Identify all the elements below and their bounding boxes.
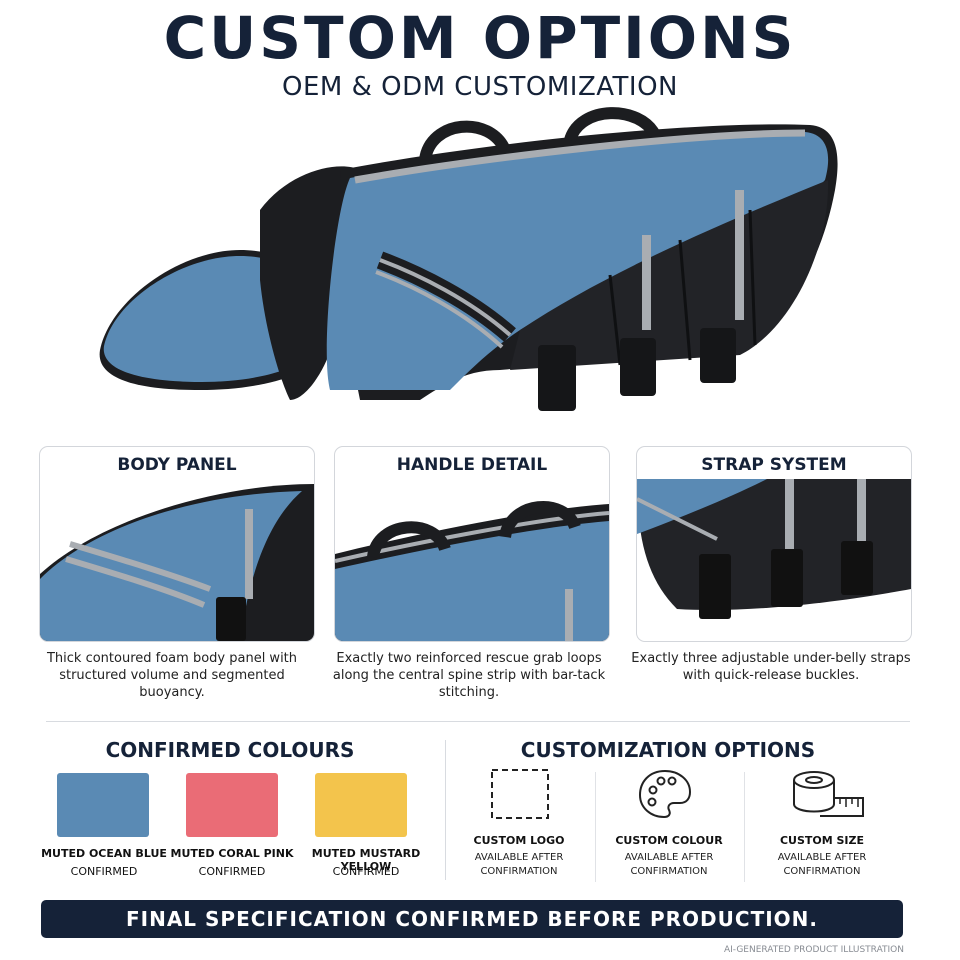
banner-text: FINAL SPECIFICATION CONFIRMED BEFORE PRO… [125, 907, 818, 931]
colour-status: CONFIRMED [332, 865, 400, 878]
handle-detail-closeup [335, 501, 609, 641]
option-availability: AVAILABLE AFTER CONFIRMATION [444, 851, 594, 879]
page-subtitle: OEM & ODM CUSTOMIZATION [282, 72, 678, 102]
card-handle-detail: HANDLE DETAIL [334, 446, 610, 642]
option-name: CUSTOM SIZE [779, 834, 865, 847]
colour-status: CONFIRMED [70, 865, 138, 878]
swatch-mustard-yellow [315, 773, 407, 837]
colour-status: CONFIRMED [198, 865, 266, 878]
final-spec-banner [41, 900, 903, 938]
colour-name: MUTED CORAL PINK [170, 847, 294, 860]
option-availability-line: AVAILABLE AFTER [624, 852, 714, 863]
card-title: BODY PANEL [117, 455, 237, 475]
confirmed-colours-title: CONFIRMED COLOURS [105, 738, 355, 762]
option-availability: AVAILABLE AFTER CONFIRMATION [594, 851, 744, 879]
palette-icon [638, 769, 692, 819]
card-description-body-panel: Thick contoured foam body panel with str… [46, 651, 298, 700]
option-availability-line: CONFIRMATION [480, 866, 558, 877]
colour-name: MUTED MUSTARD YELLOW [311, 847, 421, 873]
section-divider [46, 721, 910, 722]
dog-life-jacket-illustration [99, 107, 838, 411]
option-availability-line: AVAILABLE AFTER [777, 852, 867, 863]
option-availability-line: CONFIRMATION [783, 866, 861, 877]
option-name: CUSTOM COLOUR [615, 834, 723, 847]
card-body-panel: BODY PANEL [39, 446, 315, 642]
column-divider [445, 740, 446, 880]
swatch-coral-pink [186, 773, 278, 837]
card-title: STRAP SYSTEM [701, 455, 847, 475]
customization-options-title: CUSTOMIZATION OPTIONS [520, 738, 816, 762]
option-availability: AVAILABLE AFTER CONFIRMATION [747, 851, 897, 879]
card-description-handle-detail: Exactly two reinforced rescue grab loops… [332, 651, 606, 700]
footnote: AI-GENERATED PRODUCT ILLUSTRATION [723, 945, 904, 955]
body-panel-closeup [40, 484, 314, 641]
card-title: HANDLE DETAIL [396, 455, 548, 475]
swatch-ocean-blue [57, 773, 149, 837]
card-strap-system: STRAP SYSTEM [636, 446, 912, 642]
page-title: CUSTOM OPTIONS [163, 4, 797, 72]
option-availability-line: CONFIRMATION [630, 866, 708, 877]
option-name: CUSTOM LOGO [473, 834, 565, 847]
card-description-strap-system: Exactly three adjustable under-belly str… [631, 651, 911, 683]
measuring-tape-icon [793, 771, 864, 817]
dashed-square-icon [491, 769, 549, 819]
option-separator [595, 772, 596, 882]
option-availability-line: AVAILABLE AFTER [474, 852, 564, 863]
strap-system-closeup [637, 479, 911, 619]
option-separator [744, 772, 745, 882]
colour-name: MUTED OCEAN BLUE [41, 847, 167, 860]
